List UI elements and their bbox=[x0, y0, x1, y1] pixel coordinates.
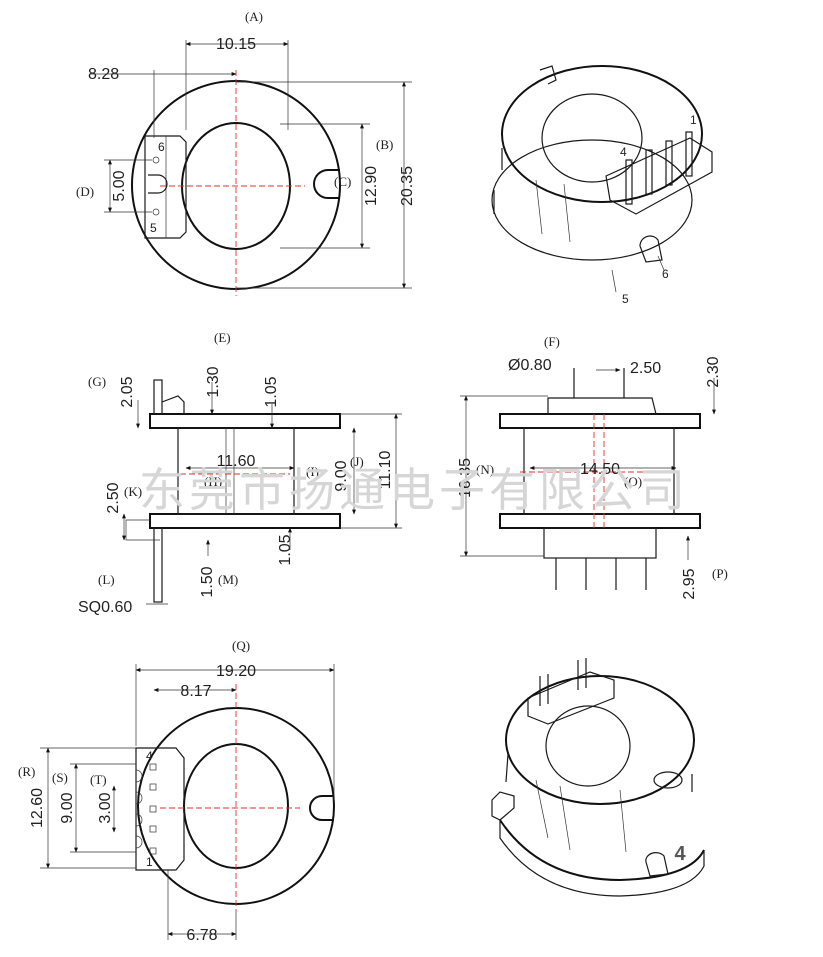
dim-t: 3.00 bbox=[97, 792, 114, 823]
dim-j-side: 11.10 bbox=[377, 450, 394, 489]
label-s: (S) bbox=[52, 770, 68, 785]
dim-c: 12.90 bbox=[363, 166, 380, 206]
label-m: (M) bbox=[218, 572, 238, 587]
label-p: (P) bbox=[712, 566, 728, 581]
dim-b: 8.28 bbox=[88, 66, 119, 83]
upper-flange bbox=[149, 413, 341, 429]
label-l: (L) bbox=[98, 572, 115, 587]
dim-f2-side: 1.05 bbox=[277, 534, 294, 565]
iso-pin-6: 6 bbox=[662, 267, 669, 281]
label-e: (E) bbox=[214, 330, 231, 345]
dim-f-side: 1.05 bbox=[263, 376, 280, 407]
dim-pitch: 2.50 bbox=[630, 360, 661, 377]
dim-k-side: 2.50 bbox=[105, 482, 122, 513]
top-view: (A) 10.15 8.28 (B) (C) (D) 6 5 12.90 20.… bbox=[76, 9, 416, 296]
label-j: (J) bbox=[350, 454, 364, 469]
bottom-pin-1: 1 bbox=[146, 855, 153, 869]
dim-q: 19.20 bbox=[216, 663, 256, 680]
label-n: (N) bbox=[476, 462, 494, 477]
dim-dia: Ø0.80 bbox=[508, 357, 552, 374]
iso-pin-1: 1 bbox=[690, 113, 697, 127]
pin-header bbox=[605, 137, 713, 215]
dim-s: 9.00 bbox=[59, 792, 76, 823]
label-c: (C) bbox=[334, 174, 351, 189]
dim-pin-length: 2.30 bbox=[705, 356, 722, 387]
label-r: (R) bbox=[18, 764, 35, 779]
dim-g-side: 2.05 bbox=[119, 376, 136, 407]
core-opening bbox=[541, 93, 643, 183]
label-i: (I) bbox=[306, 464, 319, 479]
pin-label-5: 5 bbox=[150, 221, 157, 235]
dim-h-side: 11.60 bbox=[217, 453, 256, 470]
label-k: (K) bbox=[124, 484, 142, 499]
label-f: (F) bbox=[544, 334, 560, 349]
dim-m-side: 1.50 bbox=[199, 566, 216, 597]
label-h: (H) bbox=[204, 474, 222, 489]
label-t: (T) bbox=[90, 772, 107, 787]
top-flange bbox=[501, 65, 703, 203]
bottom-pin-4: 4 bbox=[146, 749, 153, 763]
dim-a: 10.15 bbox=[216, 36, 256, 53]
dim-q2: 8.17 bbox=[180, 683, 211, 700]
label-a: (A) bbox=[245, 9, 263, 24]
iso-view-top: 1 4 6 5 bbox=[491, 65, 713, 306]
iso-top-flange bbox=[505, 675, 695, 805]
front-view: (F) (N) (O) (P) Ø0.80 2.50 2.30 16.35 14… bbox=[457, 334, 728, 600]
company-watermark: 东莞市扬通电子有限公司 bbox=[139, 463, 689, 517]
iso-view-bottom: 4 bbox=[491, 658, 705, 897]
label-b: (B) bbox=[376, 137, 393, 152]
winding-core bbox=[177, 427, 295, 515]
dim-i-side: 9.00 bbox=[333, 460, 350, 491]
pin-block bbox=[144, 135, 187, 239]
iso-pin-header bbox=[527, 671, 615, 725]
iso-bottom-flange bbox=[499, 819, 705, 882]
bottom-pin-block bbox=[135, 747, 185, 871]
bobbin-flange-outline bbox=[131, 80, 341, 290]
dim-u: 6.78 bbox=[186, 927, 217, 944]
label-d: (D) bbox=[76, 184, 94, 199]
dim-r: 12.60 bbox=[29, 788, 46, 828]
label-q: (Q) bbox=[232, 638, 250, 653]
side-view: (E) (G) (H) (I) (J) (K) (L) (M) 1.30 2.0… bbox=[78, 330, 402, 616]
dim-e-side: 1.30 bbox=[205, 366, 222, 397]
dim-e: 5.00 bbox=[111, 170, 128, 201]
dim-d: 20.35 bbox=[399, 166, 416, 206]
iso-pin-5: 5 bbox=[622, 292, 629, 306]
front-core bbox=[523, 427, 675, 515]
dim-n: 16.35 bbox=[457, 458, 474, 498]
label-o: (O) bbox=[624, 474, 642, 489]
iso-mark-4: 4 bbox=[674, 843, 686, 865]
front-upper-flange bbox=[499, 413, 701, 429]
dim-l-side: SQ0.60 bbox=[78, 599, 132, 616]
iso-pin-4: 4 bbox=[620, 145, 627, 159]
dim-o: 14.50 bbox=[580, 461, 620, 478]
dim-p: 2.95 bbox=[681, 568, 698, 599]
bottom-view: (Q) 19.20 8.17 (R) (S) (T) 4 1 12.60 9.0… bbox=[18, 638, 335, 944]
label-g: (G) bbox=[88, 374, 106, 389]
flange-notch bbox=[313, 169, 340, 199]
bottom-flange bbox=[491, 139, 693, 261]
pin-label-6: 6 bbox=[158, 140, 165, 154]
